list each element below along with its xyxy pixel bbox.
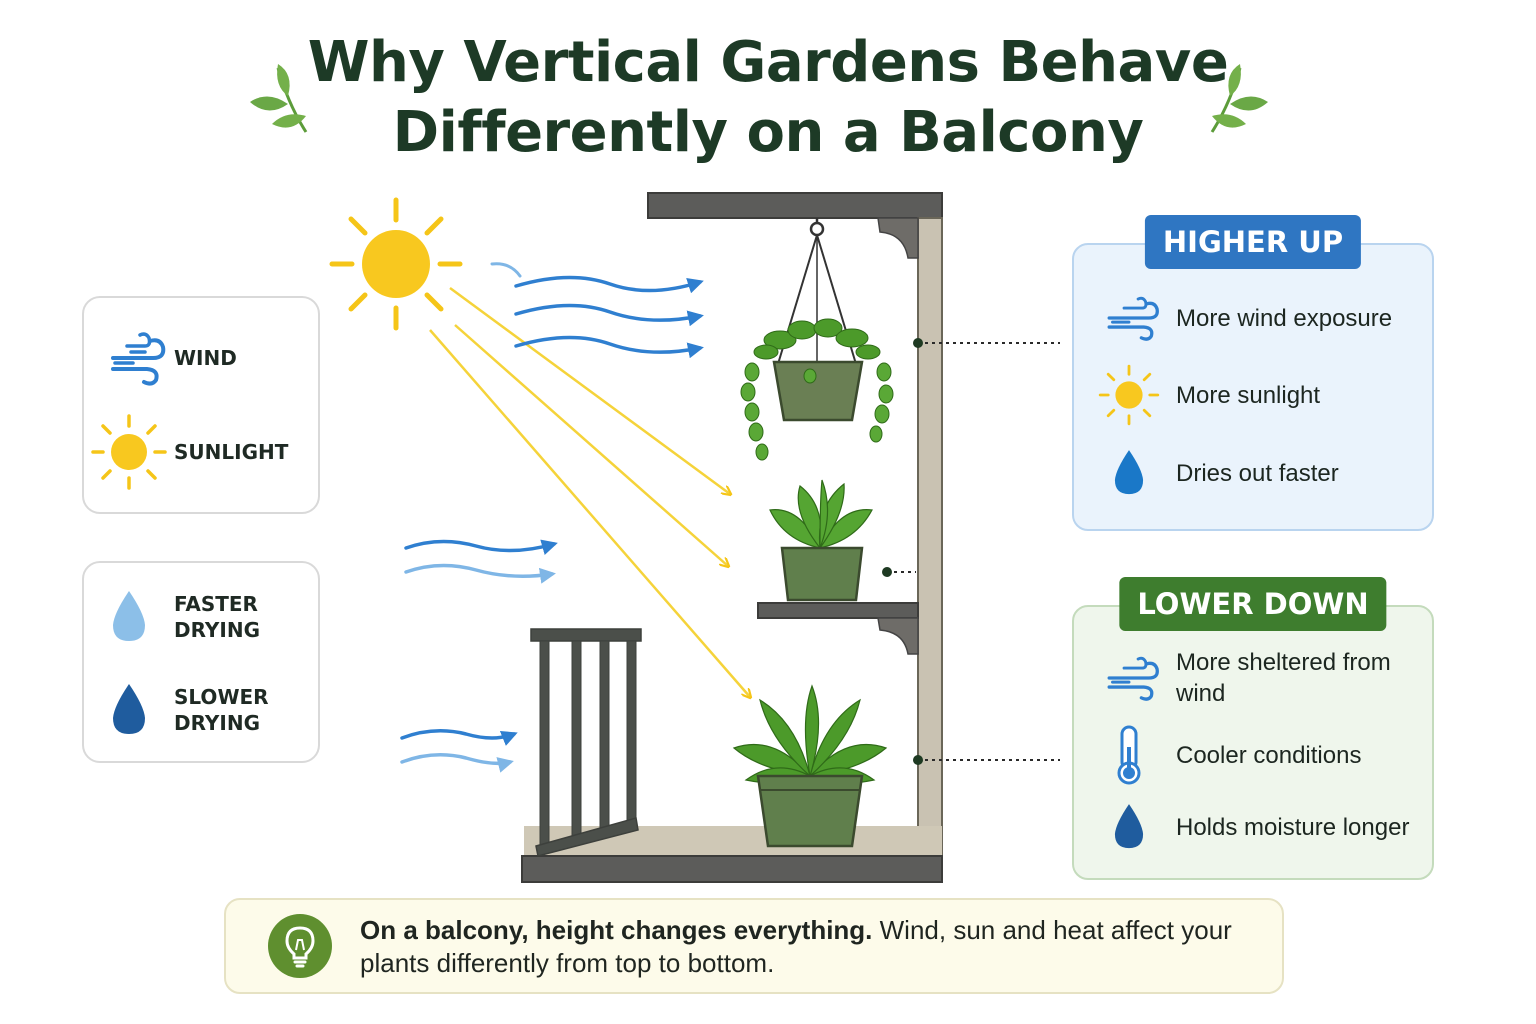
sun-rays bbox=[429, 286, 750, 697]
legend-slower-drying-line-1: SLOWER bbox=[174, 685, 269, 709]
sun-icon bbox=[329, 197, 463, 331]
tip-callout: On a balcony, height changes everything.… bbox=[224, 898, 1284, 994]
sun-icon bbox=[84, 412, 174, 492]
lightbulb-icon bbox=[268, 914, 332, 978]
higher-up-label-wind: More wind exposure bbox=[1176, 304, 1393, 332]
legend-wind-label: WIND bbox=[174, 346, 237, 370]
tip-text: On a balcony, height changes everything.… bbox=[360, 914, 1260, 980]
leader-dots bbox=[882, 338, 923, 765]
legend-faster-drying-line-2: DRYING bbox=[174, 618, 260, 642]
balcony-railing bbox=[530, 628, 642, 857]
higher-up-label-sunlight: More sunlight bbox=[1176, 381, 1321, 409]
water-drop-icon bbox=[1092, 445, 1166, 501]
legend-slower-drying-line-2: DRYING bbox=[174, 711, 260, 735]
higher-up-heading: HIGHER UP bbox=[1144, 215, 1362, 269]
leader-lines bbox=[887, 342, 1060, 761]
higher-up-item-drying: Dries out faster bbox=[1092, 445, 1426, 501]
wind-streams-middle bbox=[404, 539, 558, 584]
higher-up-label-drying: Dries out faster bbox=[1176, 459, 1339, 487]
higher-up-item-wind: More wind exposure bbox=[1092, 293, 1426, 343]
wind-icon bbox=[84, 328, 174, 388]
higher-up-panel: HIGHER UP More wind exposure bbox=[1072, 215, 1434, 531]
legend-faster-drying-label: FASTER DRYING bbox=[174, 591, 260, 643]
lower-down-panel: LOWER DOWN More sheltered from wind C bbox=[1072, 577, 1434, 880]
higher-up-item-sunlight: More sunlight bbox=[1092, 363, 1426, 427]
water-drop-light-icon bbox=[84, 587, 174, 647]
hanging-planter bbox=[740, 218, 894, 461]
lower-down-label-moisture: Holds moisture longer bbox=[1176, 813, 1410, 841]
page-title: Why Vertical Gardens Behave Differently … bbox=[0, 28, 1536, 168]
water-drop-dark-icon bbox=[84, 680, 174, 740]
legend-wind-sun: WIND SUNLIGHT bbox=[82, 296, 320, 514]
water-drop-icon bbox=[1092, 799, 1166, 855]
sun-icon bbox=[1092, 363, 1166, 427]
floor-potted-plant bbox=[732, 684, 888, 848]
leaf-sprig-right-icon bbox=[1210, 64, 1268, 133]
title-line-1: Why Vertical Gardens Behave bbox=[307, 30, 1229, 95]
balcony-structure bbox=[521, 192, 943, 883]
thermometer-icon bbox=[1092, 723, 1166, 787]
lower-down-heading: LOWER DOWN bbox=[1119, 577, 1387, 631]
legend-item-sunlight: SUNLIGHT bbox=[84, 412, 288, 492]
lower-down-item-temperature: Cooler conditions bbox=[1092, 723, 1426, 787]
wind-icon bbox=[1092, 293, 1166, 343]
shelf-potted-plant bbox=[769, 479, 873, 602]
legend-drying: FASTER DRYING SLOWER DRYING bbox=[82, 561, 320, 763]
legend-slower-drying-label: SLOWER DRYING bbox=[174, 684, 269, 736]
title-line-2: Differently on a Balcony bbox=[392, 100, 1144, 165]
tip-bold-text: On a balcony, height changes everything. bbox=[360, 915, 873, 945]
leaf-sprig-left-icon bbox=[250, 64, 308, 133]
legend-sunlight-label: SUNLIGHT bbox=[174, 440, 289, 464]
lower-down-label-wind: More sheltered from wind bbox=[1176, 649, 1391, 707]
legend-item-wind: WIND bbox=[84, 328, 237, 388]
lower-down-label-temperature: Cooler conditions bbox=[1176, 741, 1362, 769]
legend-faster-drying-line-1: FASTER bbox=[174, 592, 258, 616]
legend-item-slower-drying: SLOWER DRYING bbox=[84, 680, 269, 740]
wind-streams-upper bbox=[490, 262, 704, 359]
lower-down-item-moisture: Holds moisture longer bbox=[1092, 799, 1426, 855]
wind-icon bbox=[1092, 653, 1166, 703]
lower-down-item-wind: More sheltered from wind bbox=[1092, 647, 1426, 709]
wind-streams-lower bbox=[400, 729, 518, 773]
tip-rest-text: Wind, sun and heat affect your plants di… bbox=[360, 915, 1232, 978]
legend-item-faster-drying: FASTER DRYING bbox=[84, 587, 260, 647]
